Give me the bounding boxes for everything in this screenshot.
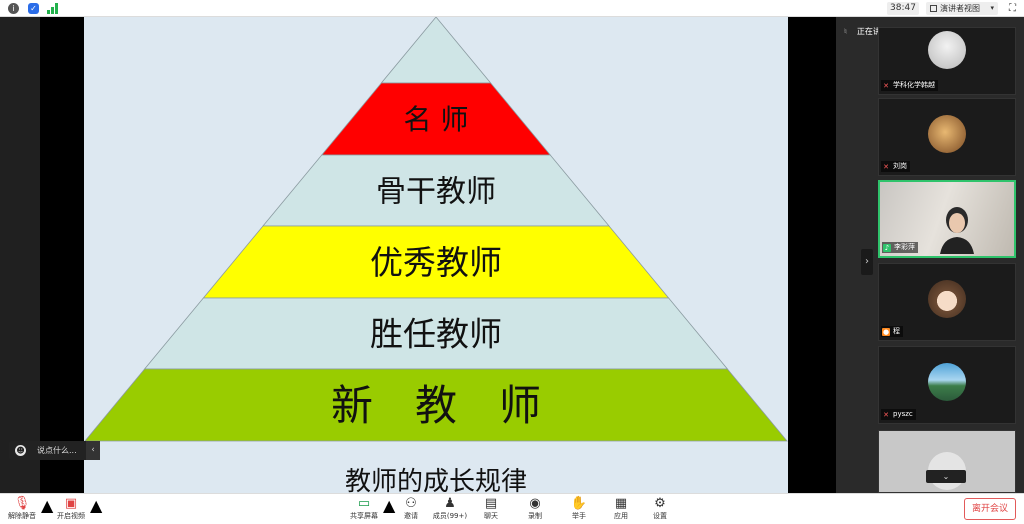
pyramid-level-label: 新 教 师 (331, 381, 541, 430)
participant-tile[interactable]: ✕pyszc (878, 346, 1016, 424)
raise-hand-icon: ✋ (570, 496, 588, 511)
chat-placeholder: 说点什么... (37, 446, 77, 455)
chevron-up-icon[interactable]: ▲ (90, 496, 103, 515)
network-signal-icon[interactable] (47, 3, 59, 14)
share-screen-button[interactable]: ▭ 共享屏幕 (347, 496, 381, 524)
participant-name: ●程 (881, 326, 903, 337)
shared-screen-area: 名 师骨干教师优秀教师胜任教师新 教 师 教师的成长规律 ☻ 说点什么... ‹ (0, 17, 836, 497)
participant-name: ✕刘岗 (881, 161, 910, 172)
muted-mic-icon: 🎙 (13, 496, 31, 511)
avatar (928, 280, 966, 318)
participant-tile[interactable]: ✕刘岗 (878, 98, 1016, 176)
scroll-down-button[interactable]: ⌄ (926, 470, 966, 483)
add-user-icon: ⚇ (405, 496, 417, 511)
members-icon: ♟ (444, 496, 456, 511)
share-screen-icon: ▭ (357, 496, 371, 511)
bottom-toolbar: 🎙 解除静音 ▲ ▣ 开启视频 ▲ ▭ 共享屏幕 ▲ ⚇ 邀请 ♟ 成员(99+… (0, 493, 1024, 524)
record-button[interactable]: ◉ 录制 (524, 496, 546, 524)
pyramid-level-label: 胜任教师 (370, 314, 502, 353)
video-off-icon: ▣ (64, 496, 78, 511)
slide-caption: 教师的成长规律 (344, 467, 527, 497)
avatar (928, 115, 966, 153)
participant-name: ✕学科化学韩越 (881, 80, 938, 91)
participant-tile[interactable]: ●程 (878, 263, 1016, 341)
muted-mic-icon: ♮ (844, 27, 847, 36)
gear-icon: ⚙ (654, 496, 666, 511)
pyramid-level-5 (84, 368, 788, 442)
muted-mic-icon: ✕ (883, 82, 889, 90)
view-mode-dropdown[interactable]: 演讲者视图 ▾ (926, 2, 998, 15)
grid-icon (930, 5, 937, 12)
participant-tile[interactable]: ✕学科化学韩越 (878, 27, 1016, 95)
live-mic-icon: ♪ (883, 244, 891, 252)
fullscreen-icon[interactable]: ⛶ (1009, 3, 1016, 14)
participant-name: ✕pyszc (881, 409, 916, 420)
muted-mic-icon: ✕ (883, 411, 889, 419)
chat-button[interactable]: ▤ 聊天 (480, 496, 502, 524)
apps-icon: ▦ (614, 496, 628, 511)
pyramid-level-label: 骨干教师 (376, 174, 496, 209)
participant-tile-active[interactable]: ♪李彩萍 (878, 180, 1016, 258)
leave-meeting-button[interactable]: 离开会议 (964, 498, 1016, 520)
participant-panel: ♮正在讲话: 李彩萍; › ✕学科化学韩越 ✕刘岗 ♪李彩萍 ●程 ✕ (836, 17, 1024, 493)
panel-toggle-button[interactable]: › (861, 249, 873, 275)
security-shield-icon[interactable]: ✓ (28, 3, 39, 14)
top-bar: i ✓ 38:47 演讲者视图 ▾ ⛶ (0, 0, 1024, 17)
pyramid-level-label: 名 师 (404, 103, 469, 136)
collapse-chat-icon[interactable]: ‹ (86, 441, 100, 460)
meeting-timer: 38:47 (887, 2, 919, 15)
pyramid-level-label: 优秀教师 (370, 243, 502, 282)
muted-mic-icon: ✕ (883, 163, 889, 171)
pyramid-apex (380, 17, 492, 84)
participant-tile[interactable] (878, 430, 1016, 493)
members-button[interactable]: ♟ 成员(99+) (432, 496, 468, 520)
unmute-button[interactable]: 🎙 解除静音 (8, 496, 36, 520)
presentation-slide: 名 师骨干教师优秀教师胜任教师新 教 师 教师的成长规律 (84, 17, 788, 497)
chevron-up-icon[interactable]: ▲ (41, 496, 54, 515)
apps-button[interactable]: ▦ 应用 (610, 496, 632, 524)
info-icon[interactable]: i (8, 3, 19, 14)
emoji-icon[interactable]: ☻ (15, 445, 26, 456)
participant-video-person (940, 207, 974, 254)
avatar (928, 31, 966, 70)
user-icon: ● (882, 328, 890, 336)
avatar (928, 363, 966, 401)
participant-name: ♪李彩萍 (882, 242, 918, 253)
settings-button[interactable]: ⚙ 设置 (649, 496, 671, 524)
invite-button[interactable]: ⚇ 邀请 (399, 496, 423, 524)
raise-hand-button[interactable]: ✋ 举手 (568, 496, 590, 524)
view-mode-label: 演讲者视图 (940, 4, 980, 13)
chat-input-pill[interactable]: ☻ 说点什么... ‹ (9, 441, 100, 460)
letterbox-right (788, 17, 836, 493)
record-icon: ◉ (529, 496, 541, 511)
letterbox-left (40, 17, 84, 493)
chevron-down-icon: ▾ (990, 4, 994, 12)
chevron-up-icon[interactable]: ▲ (383, 496, 396, 515)
start-video-button[interactable]: ▣ 开启视频 (54, 496, 88, 524)
chat-icon: ▤ (484, 496, 498, 511)
